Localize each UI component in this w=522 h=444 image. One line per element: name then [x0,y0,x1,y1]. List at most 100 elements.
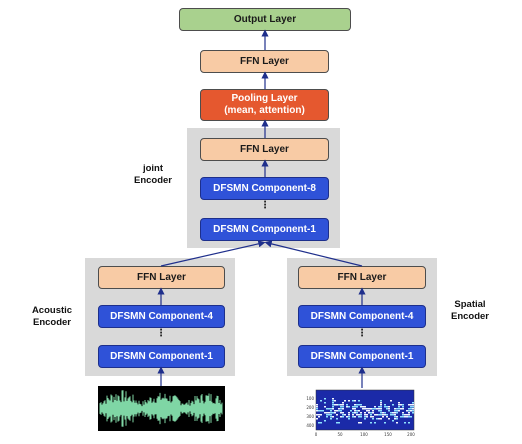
spatial-ffn-label: FFN Layer [337,271,387,283]
joint-encoder-label: joint Encoder [120,163,186,187]
spectrogram-pixel [364,414,366,416]
spectrogram-pixel [366,408,368,410]
acoustic-dfsmn-component-4-label: DFSMN Component-4 [110,310,213,322]
spectrogram-pixel [388,408,390,410]
spectrogram-pixel [332,416,334,418]
spectrogram-pixel [340,416,342,418]
spectrogram-pixel [316,406,318,408]
spectrogram-pixel [378,418,380,420]
spectrogram-pixel [408,410,410,412]
spatial-encoder-label-line1: Spatial [454,299,486,310]
spectrogram-pixel [346,406,348,408]
acoustic-dfsmn-component-4: DFSMN Component-4 [98,305,225,328]
spectrogram-pixel [336,418,338,420]
spectrogram-pixel [362,406,364,408]
spectrogram-pixel [396,422,398,424]
spectrogram-pixel [384,404,386,406]
spectrogram-pixel [334,410,336,412]
spectrogram-pixel [352,408,354,410]
spectrogram-pixel [394,418,396,420]
spatial-dfsmn-component-4-label: DFSMN Component-4 [310,310,414,322]
ffn-top-label: FFN Layer [240,55,289,67]
spectrogram-pixel [328,412,330,414]
spectrogram-pixel [354,400,356,402]
spectrogram-pixel [400,404,402,406]
spectrogram-pixel [364,406,366,408]
spectrogram-pixel [386,414,388,416]
spectrogram-pixel [342,408,344,410]
spectrogram-pixel [398,410,400,412]
spectrogram-pixel [342,412,344,414]
spectrogram-pixel [402,406,404,408]
spectrogram-pixel [354,412,356,414]
acoustic-dfsmn-component-1-label: DFSMN Component-1 [110,350,213,362]
spectrogram-pixel [368,410,370,412]
spectrogram-pixel [364,416,366,418]
spectrogram-pixel [392,420,394,422]
spectrogram-pixel [408,408,410,410]
spectrogram-pixel [360,422,362,424]
spectrogram-pixel [404,416,406,418]
spectrogram-pixel [348,400,350,402]
spectrogram-pixel [412,402,414,404]
spectrogram-pixel [358,416,360,418]
spectrogram-pixel [318,422,320,424]
spec-xtick-1: 50 [337,432,343,437]
spectrogram-pixel [410,410,412,412]
spectrogram-pixel [344,400,346,402]
spectrogram-pixel [372,412,374,414]
spectrogram-pixel [342,406,344,408]
spectrogram-pixel [412,404,414,406]
spectrogram-pixel [338,404,340,406]
spectrogram-pixel [378,406,380,408]
spectrogram-pixel [394,414,396,416]
spectrogram-pixel [406,414,408,416]
spectrogram-pixel [358,404,360,406]
spec-ytick-2: 300 [306,414,314,419]
spec-ytick-3: 400 [306,423,314,428]
spectrogram-pixel [332,400,334,402]
spectrogram-pixel [332,408,334,410]
spectrogram-pixel [346,416,348,418]
spectrogram-pixel [354,408,356,410]
spectrogram-pixel [352,414,354,416]
spectrogram-pixel [378,408,380,410]
spectrogram-pixel [398,408,400,410]
spectrogram-pixel [412,410,414,412]
spectrogram-pixel [330,414,332,416]
spectrogram-pixel [372,408,374,410]
joint-ellipsis: ⋮ [260,200,270,211]
spectrogram-pixel [366,414,368,416]
spectrogram-pixel [352,412,354,414]
spectrogram-pixel [396,418,398,420]
spectrogram-pixel [346,404,348,406]
spectrogram-pixel [408,414,410,416]
spectrogram-pixel [354,406,356,408]
spectrogram-pixel [354,404,356,406]
spectrogram-pixel [364,418,366,420]
spectrogram-pixel [380,406,382,408]
spectrogram-pixel [352,416,354,418]
spectrogram-pixel [332,406,334,408]
spectrogram-pixel [326,412,328,414]
spectrogram-pixel [350,410,352,412]
spectrogram-pixel [340,406,342,408]
spectrogram-pixel [338,410,340,412]
spectrogram-pixel [380,408,382,410]
spectrogram-pixel [396,412,398,414]
spectrogram-pixel [352,406,354,408]
spectrogram-pixel [316,418,318,420]
spec-xtick-4: 200 [407,432,415,437]
spectrogram-pixel [360,414,362,416]
spectrogram-pixel [394,412,396,414]
spec-ytick-1: 200 [306,405,314,410]
spectrogram-pixel [330,412,332,414]
spectrogram-pixel [370,416,372,418]
spectrogram-pixel [412,406,414,408]
spectrogram-pixel [382,412,384,414]
spectrogram-pixel [342,402,344,404]
spectrogram-pixel [378,414,380,416]
spectrogram-pixel [332,398,334,400]
spectrogram-pixel [410,406,412,408]
spectrogram-pixel [336,422,338,424]
